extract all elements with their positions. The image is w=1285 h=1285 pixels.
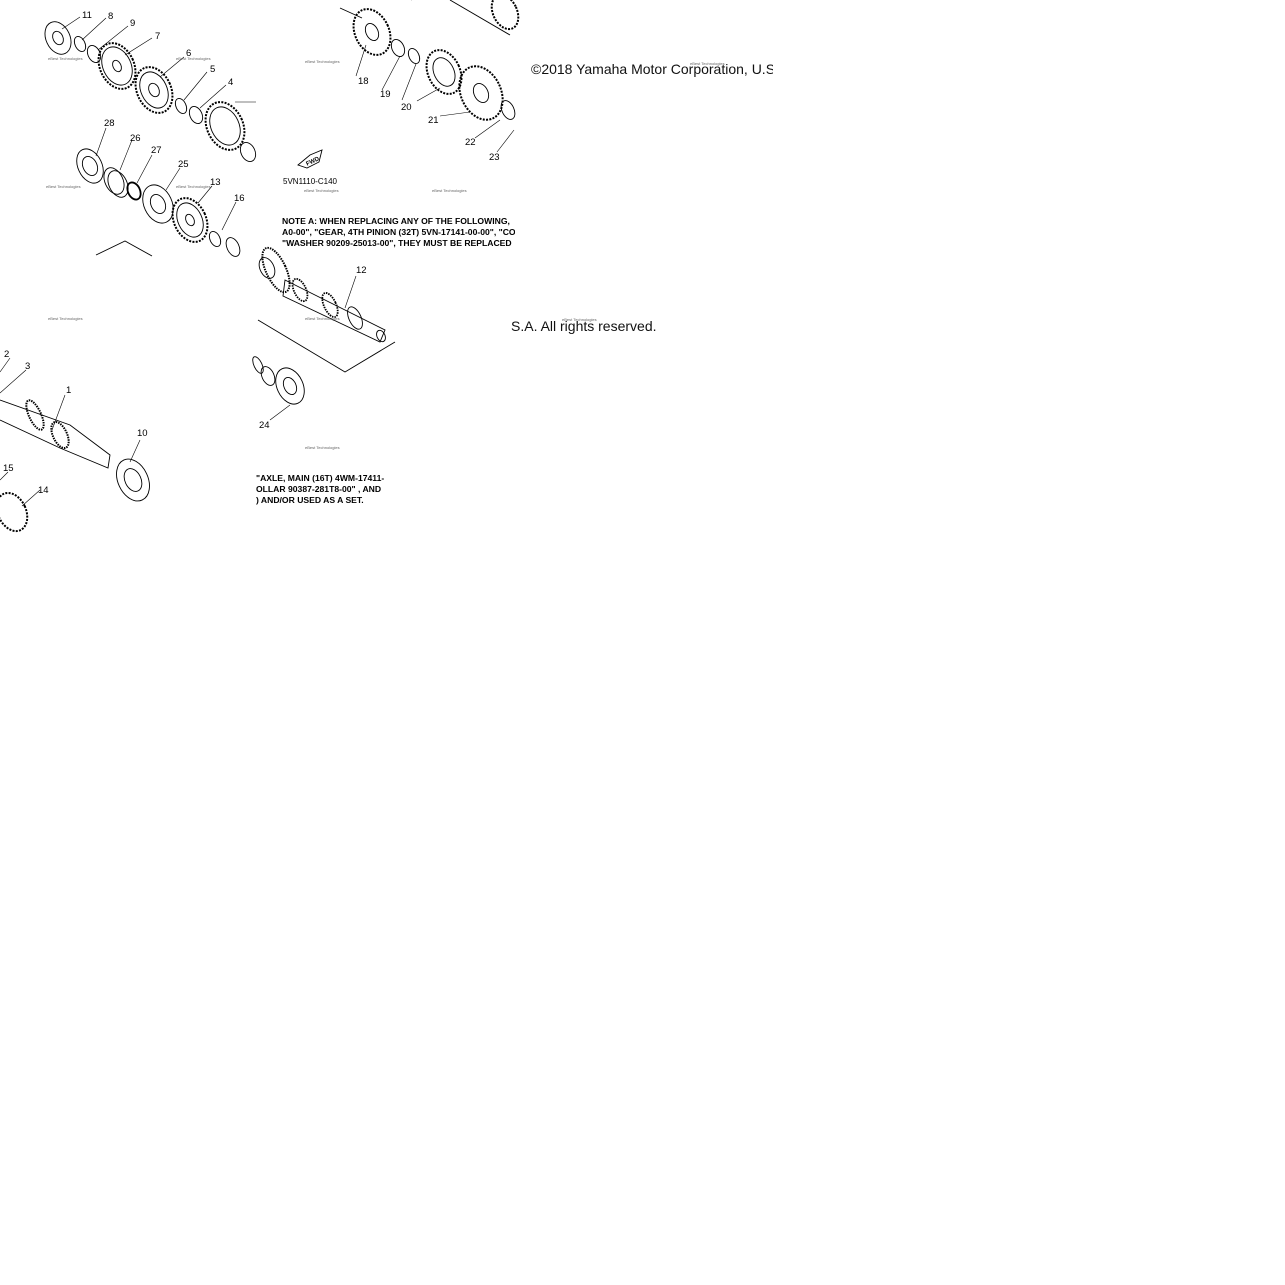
note-bottom: "AXLE, MAIN (16T) 4WM-17411- OLLAR 90387… [256,473,416,506]
copyright-part-1: ©2018 Yamaha Motor Corporation, U.S [531,61,773,77]
watermark: eBest Technologies [305,316,340,321]
callout-24: 24 [259,420,270,431]
note-bottom-line-2: OLLAR 90387-281T8-00" , AND [256,484,382,494]
note-top-line-1: NOTE A: WHEN REPLACING ANY OF THE FOLLOW… [282,216,510,226]
gear-top-edge [490,0,520,31]
callout-26: 26 [130,133,141,144]
callout-9: 9 [130,18,135,29]
callout-13: 13 [210,177,221,188]
callout-3: 3 [25,361,30,372]
callout-27: 27 [151,145,162,156]
callout-5: 5 [210,64,215,75]
note-top-line-3: "WASHER 90209-25013-00", THEY MUST BE RE… [282,238,512,248]
callout-8: 8 [108,11,113,22]
callout-22: 22 [465,137,476,148]
callout-1: 1 [66,385,71,396]
watermark: eBest Technologies [48,316,83,321]
callout-10: 10 [137,428,148,439]
callout-7: 7 [155,31,160,42]
bearing-24 [252,356,305,405]
bearing-28 [76,148,104,184]
watermark: eBest Technologies [690,61,725,66]
callout-15: 15 [3,463,14,474]
washer-4 [188,106,204,124]
watermark: eBest Technologies [176,184,211,189]
callout-6: 6 [186,48,191,59]
watermark: eBest Technologies [304,188,339,193]
bearing-11 [44,21,72,55]
callout-19: 19 [380,89,391,100]
callout-18: 18 [358,76,369,87]
callout-28: 28 [104,118,115,129]
callout-20: 20 [401,102,412,113]
washer-8 [73,35,87,53]
callout-12: 12 [356,265,367,276]
watermark: eBest Technologies [48,56,83,61]
gear-7 [97,42,137,90]
fwd-label: FWD [305,156,321,167]
callout-labels: 11 8 9 7 6 5 4 28 26 27 25 13 16 18 19 2… [3,10,500,496]
drive-axle-12 [261,246,386,343]
note-bottom-line-3: ) AND/OR USED AS A SET. [256,495,364,505]
bearing-10 [116,458,150,502]
callout-21: 21 [428,115,439,126]
callout-4: 4 [228,77,233,88]
gear-20 [425,49,463,95]
watermark: eBest Technologies [176,56,211,61]
watermarks: eBest Technologies eBest Technologies eB… [46,56,725,450]
gear-13 [171,197,209,243]
gear-upper-right-left-panel [204,101,257,162]
gear-21 [458,65,504,121]
washer-lower-right [258,257,276,279]
bearing-25 [142,184,174,224]
callout-2: 2 [4,349,9,360]
note-top: NOTE A: WHEN REPLACING ANY OF THE FOLLOW… [282,216,515,249]
watermark: eBest Technologies [46,184,81,189]
oring-27 [126,181,142,201]
note-bottom-line-1: "AXLE, MAIN (16T) 4WM-17411- [256,473,385,483]
note-top-line-2: A0-00", "GEAR, 4TH PINION (32T) 5VN-1714… [282,227,515,237]
gear-top-right [352,8,392,56]
callout-16: 16 [234,193,245,204]
collar-26 [103,167,129,198]
watermark: eBest Technologies [432,188,467,193]
callout-14: 14 [38,485,49,496]
leader-lines [0,16,515,507]
callout-11: 11 [82,10,92,21]
washer-18 [390,39,406,57]
circlip-19 [407,47,421,65]
washer-22 [500,100,516,120]
circlip-5 [174,97,188,115]
copyright-part-2: S.A. All rights reserved. [511,318,657,334]
watermark: eBest Technologies [562,317,597,322]
watermark: eBest Technologies [305,445,340,450]
watermark: eBest Technologies [305,59,340,64]
washer-9 [86,45,102,63]
part-code-label: 5VN1110-C140 [283,177,337,186]
gear-6 [134,66,174,114]
callout-25: 25 [178,159,189,170]
main-axle-1 [0,399,111,469]
fwd-arrow-icon [297,149,323,169]
callout-23: 23 [489,152,500,163]
circlip-16 [208,230,241,257]
gear-14 [0,491,29,533]
